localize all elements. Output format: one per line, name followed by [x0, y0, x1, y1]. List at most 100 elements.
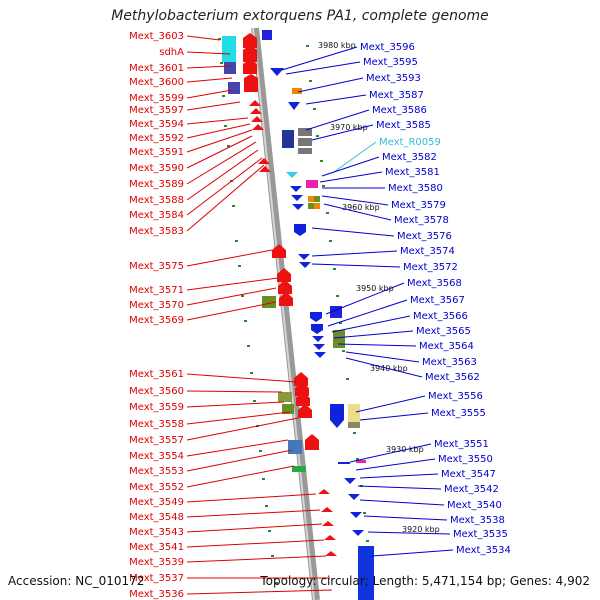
- leader-line: [337, 343, 417, 347]
- gene-label-right: Mext_3567: [410, 295, 465, 306]
- gene-label-right: Mext_R0059: [379, 137, 441, 148]
- gene-label-right: Mext_3585: [376, 120, 431, 131]
- gene-label-left: Mext_3594: [129, 119, 184, 130]
- leader-line: [186, 539, 325, 548]
- gene-label-left: Mext_3536: [129, 589, 184, 600]
- gene-block: [262, 296, 276, 308]
- gene-label-left: Mext_3559: [129, 402, 184, 413]
- tick-label: 3950 kbp: [356, 284, 394, 293]
- gene-label-right: Mext_3568: [407, 278, 462, 289]
- leader-line: [186, 449, 293, 472]
- leader-line: [321, 195, 389, 206]
- leader-line: [311, 124, 374, 141]
- gene-label-left: Mext_3548: [129, 512, 184, 523]
- leader-line: [319, 171, 383, 183]
- gene-label-left: Mext_3583: [129, 226, 184, 237]
- left-gene-labels: Mext_3603sdhAMext_3601Mext_3600Mext_3599…: [129, 31, 184, 600]
- leader-line: [345, 357, 423, 378]
- gene-block: [224, 62, 236, 74]
- gene-block: [278, 392, 292, 402]
- leader-line: [186, 157, 263, 216]
- leader-line: [186, 123, 251, 139]
- leader-line: [323, 203, 392, 221]
- gene-label-right: Mext_3562: [425, 372, 480, 383]
- leader-line: [186, 373, 297, 383]
- leader-line: [186, 164, 265, 232]
- leader-line: [186, 287, 277, 306]
- leader-line: [327, 299, 408, 327]
- leader-line: [186, 589, 333, 595]
- leader-line: [186, 277, 279, 291]
- gene-label-left: Mext_3549: [129, 497, 184, 508]
- leader-line: [359, 473, 439, 479]
- gene-label-left: Mext_3543: [129, 527, 184, 538]
- gene-label-right: Mext_3580: [388, 183, 443, 194]
- leader-line: [285, 61, 361, 75]
- leader-line: [186, 77, 233, 83]
- gene-label-left: Mext_3597: [129, 105, 184, 116]
- tick-label: 3970 kbp: [330, 123, 368, 132]
- gene-label-left: Mext_3588: [129, 195, 184, 206]
- accession-text: Accession: NC_010172: [8, 574, 145, 588]
- gene-label-left: Mext_3558: [129, 419, 184, 430]
- gene-label-left: Mext_3600: [129, 77, 184, 88]
- leader-line: [186, 417, 299, 441]
- leader-line: [305, 94, 367, 105]
- gene-block: [292, 466, 306, 472]
- leader-line: [186, 89, 233, 99]
- leader-line: [186, 555, 327, 563]
- right-leader-lines: [281, 46, 454, 557]
- gene-label-left: Mext_3554: [129, 451, 184, 462]
- gene-label-right: Mext_3582: [382, 152, 437, 163]
- gene-label-right: Mext_3540: [447, 500, 502, 511]
- gene-label-left: Mext_3560: [129, 386, 184, 397]
- gene-label-right: Mext_3579: [391, 200, 446, 211]
- leader-line: [297, 77, 364, 93]
- right-gene-labels: Mext_3596Mext_3595Mext_3593Mext_3587Mext…: [360, 42, 511, 556]
- left-strand-features: [222, 33, 337, 556]
- leader-line: [186, 465, 295, 488]
- gene-label-right: Mext_3534: [456, 545, 511, 556]
- leader-line: [186, 101, 241, 111]
- gene-label-right: Mext_3578: [394, 215, 449, 226]
- gene-block: [222, 36, 236, 62]
- leader-line: [321, 156, 380, 177]
- gc-track-outer: [218, 38, 373, 584]
- gene-label-right: Mext_3596: [360, 42, 415, 53]
- gene-label-left: Mext_3599: [129, 93, 184, 104]
- leader-line: [355, 395, 426, 413]
- gene-label-right: Mext_3566: [413, 311, 468, 322]
- gene-label-left: Mext_3552: [129, 482, 184, 493]
- leader-line: [186, 493, 317, 503]
- gene-label-left: Mext_3537: [129, 573, 184, 584]
- leader-line: [186, 65, 231, 69]
- leader-line: [349, 443, 432, 463]
- gene-label-left: Mext_3569: [129, 315, 184, 326]
- left-leader-lines: [186, 35, 333, 595]
- gene-label-right: Mext_3565: [416, 326, 471, 337]
- leader-line: [186, 401, 285, 408]
- map-title: Methylobacterium extorquens PA1, complet…: [111, 8, 489, 24]
- leader-line: [186, 523, 323, 533]
- gene-label-right: Mext_3595: [363, 57, 418, 68]
- gene-label-left: Mext_3575: [129, 261, 184, 272]
- gene-label-left: Mext_3570: [129, 300, 184, 311]
- gene-label-left: Mext_3601: [129, 63, 184, 74]
- gene-label-right: Mext_3551: [434, 439, 489, 450]
- leader-line: [359, 412, 429, 421]
- gene-label-left: Mext_3561: [129, 369, 184, 380]
- leader-line: [359, 499, 445, 506]
- right-strand-features: [262, 30, 374, 600]
- gene-label-left: Mext_3539: [129, 557, 184, 568]
- leader-line: [345, 351, 420, 363]
- gene-label-left: Mext_3592: [129, 133, 184, 144]
- leader-line: [186, 390, 283, 393]
- gene-label-left: Mext_3591: [129, 147, 184, 158]
- gene-label-right: Mext_3542: [444, 484, 499, 495]
- leader-line: [311, 263, 401, 268]
- tick-label: 3960 kbp: [342, 203, 380, 212]
- gene-label-left: Mext_3589: [129, 179, 184, 190]
- leader-line: [186, 141, 257, 185]
- leader-line: [305, 109, 370, 131]
